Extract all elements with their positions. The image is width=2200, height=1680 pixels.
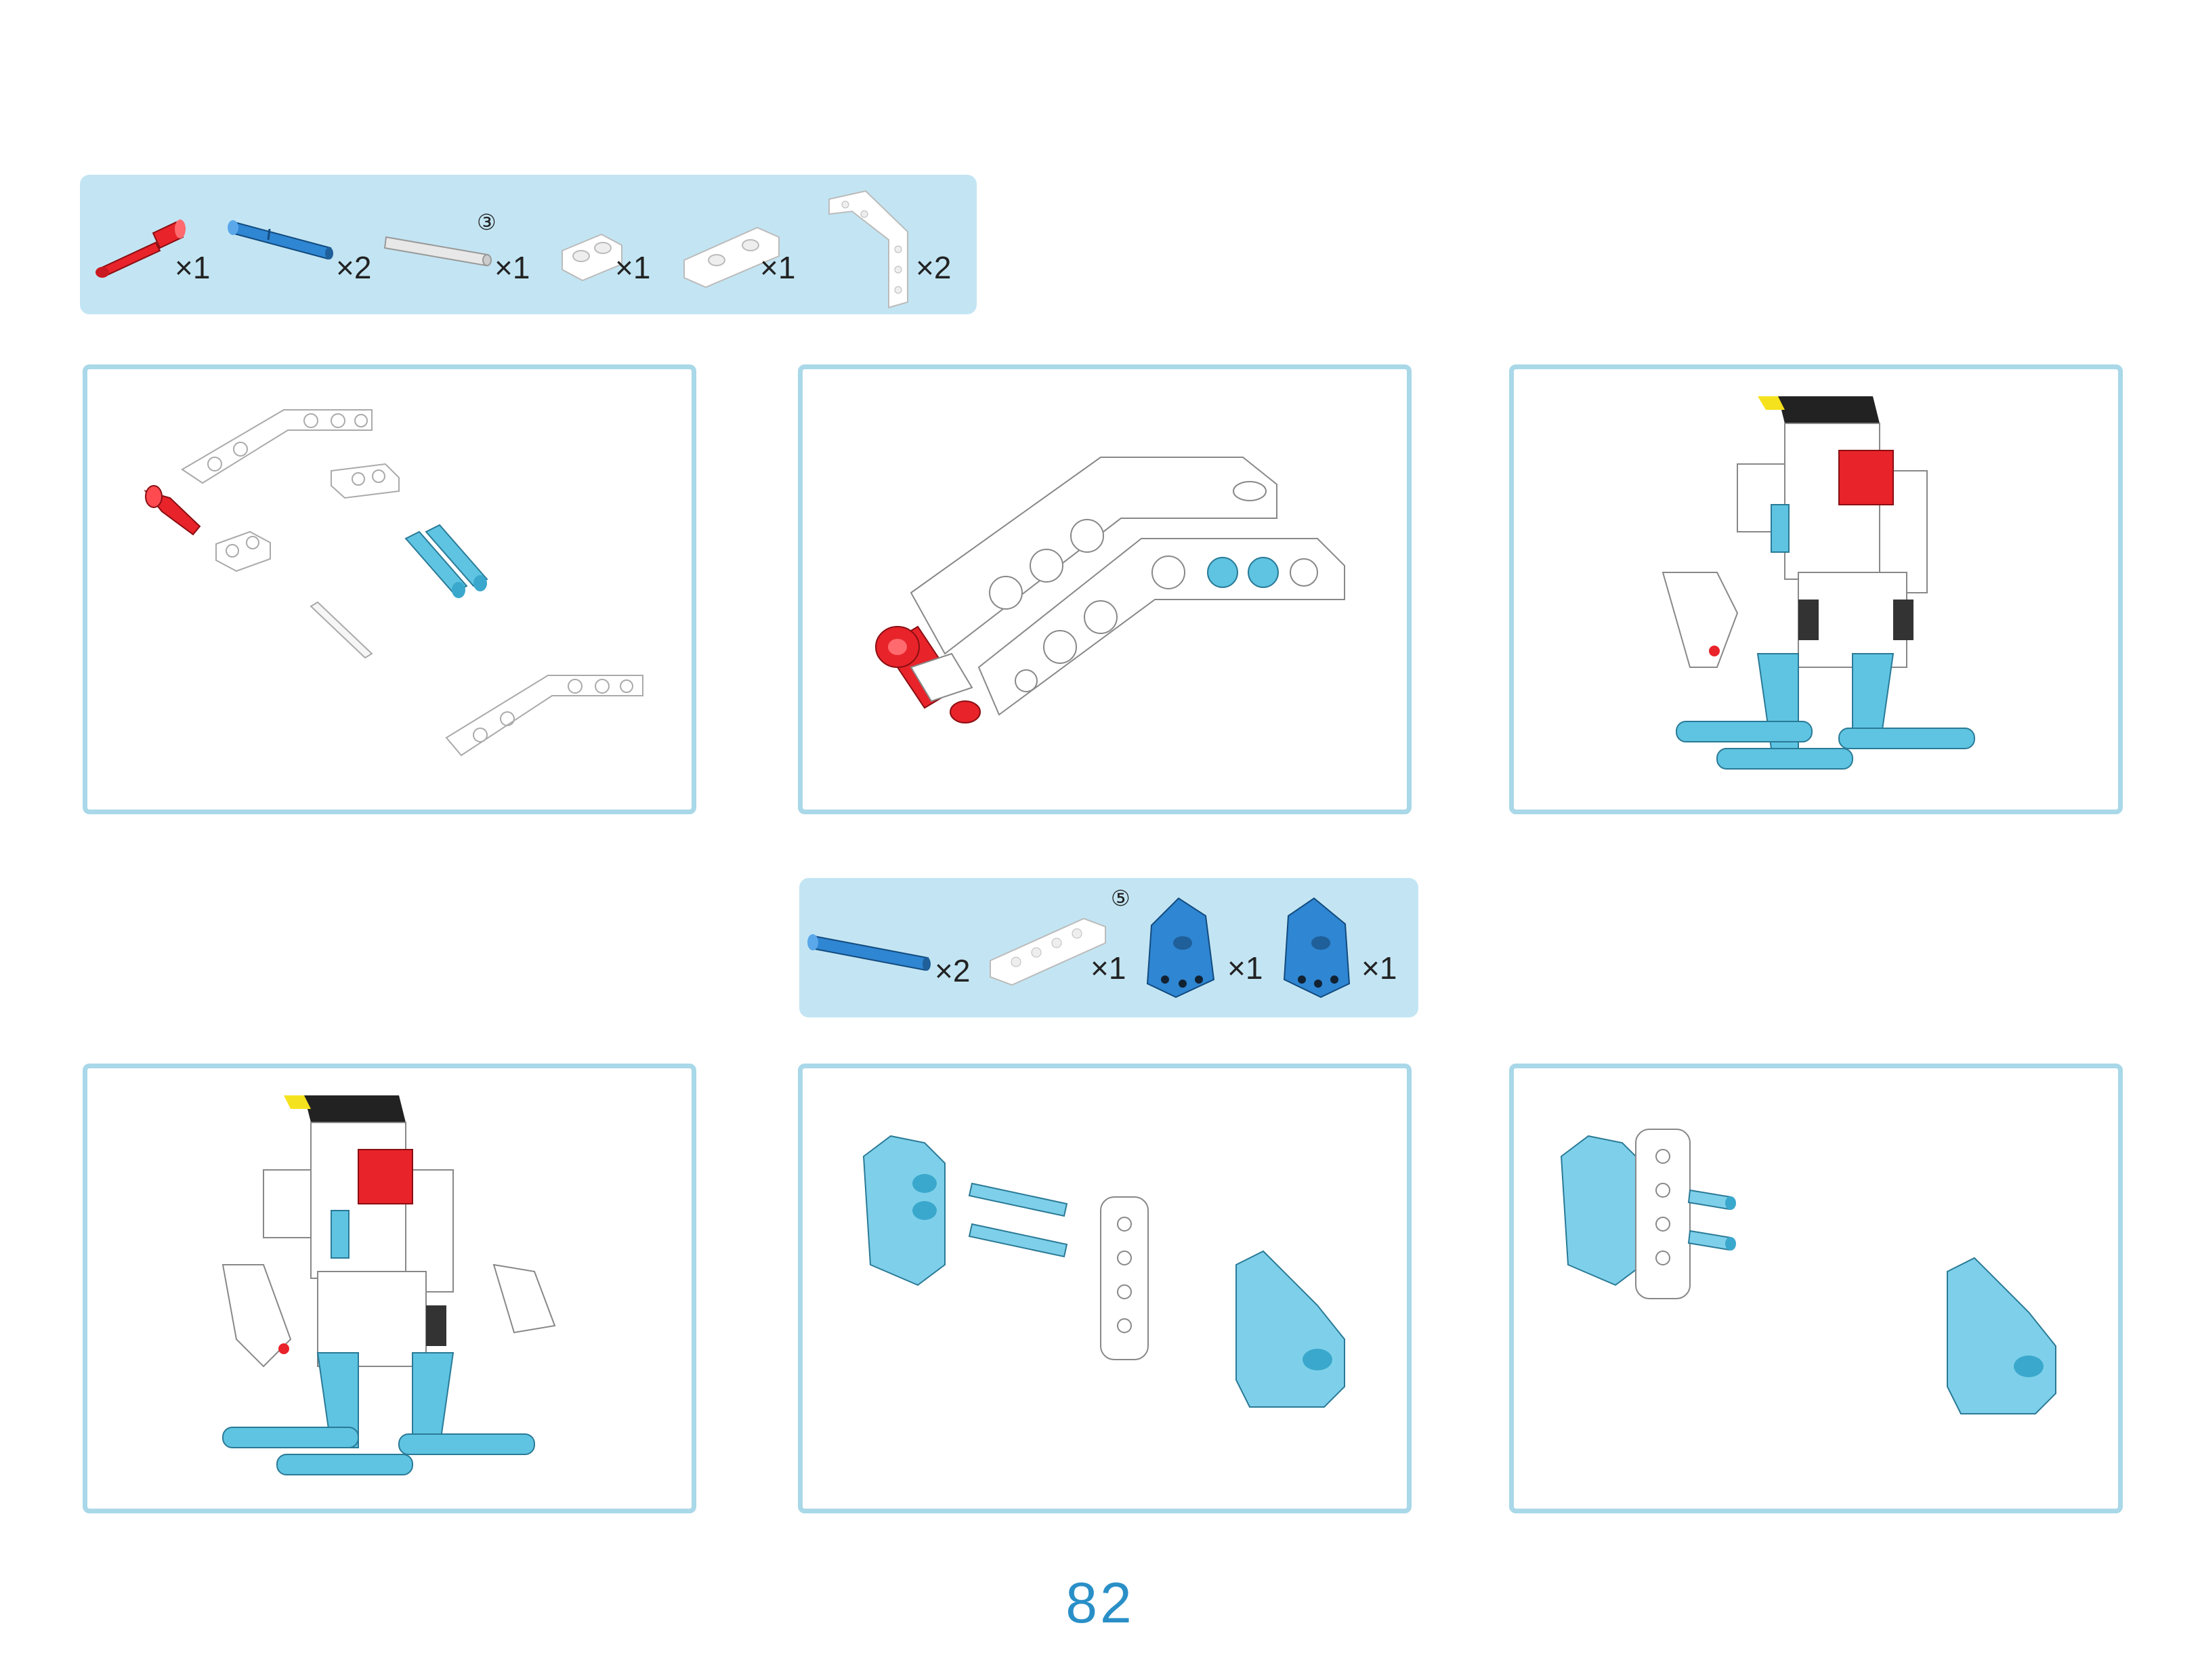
white-beam-icon (990, 917, 1106, 986)
qty-grey-axle: ×1 (494, 250, 530, 285)
blue-shell-left-icon (1560, 1135, 1643, 1286)
blue-shell-right-icon (1947, 1257, 2056, 1414)
blue-shell-left-icon (1146, 897, 1215, 999)
qty-blue-pin: ×2 (336, 250, 372, 285)
microbit-board (1758, 396, 1880, 423)
angled-beam-assembly-illustration (875, 457, 1345, 723)
qty-white-angled-beam: ×2 (916, 250, 952, 285)
qty-blue-long-pin: ×2 (935, 953, 971, 988)
parts-list-top: ×1 ×2 ③ ×1 ×1 ×1 ×2 (80, 175, 977, 314)
white-angled-beam-icon (828, 190, 908, 309)
exploded-parts-illustration (144, 409, 643, 757)
qty-white-beam: ×1 (1091, 950, 1126, 986)
qty-blue-shell-left: ×1 (1227, 950, 1263, 986)
qty-red-pin: ×1 (175, 250, 211, 285)
parts-list-middle: ×2 ⑤ ×1 ×1 ×1 (799, 878, 1418, 1017)
blue-pin-icon (404, 524, 488, 598)
axle-length-label: ③ (477, 209, 496, 235)
blue-long-pin-icon (807, 934, 931, 971)
white-double-connector-icon (683, 226, 780, 289)
blue-shell-left-icon (862, 1135, 946, 1286)
microbit-board (284, 1095, 406, 1122)
qty-white-double-connector: ×1 (760, 250, 796, 285)
step-panel-3 (1509, 364, 2123, 814)
shell-assembly-illustration (1560, 1129, 2056, 1414)
white-connector-icon (562, 233, 622, 282)
page-number: 82 (1065, 1571, 1135, 1635)
step-panel-1 (83, 364, 696, 814)
white-beam-icon (1635, 1129, 1691, 1299)
step-panel-2 (798, 364, 1412, 814)
blue-pin-icon (1687, 1189, 1736, 1251)
blue-pin-icon (228, 220, 333, 260)
white-beam-icon (1100, 1196, 1149, 1360)
blue-pin-icon (968, 1182, 1068, 1258)
qty-blue-shell-right: ×1 (1361, 950, 1397, 986)
shell-parts-illustration (862, 1135, 1345, 1408)
robot-assembly-illustration (1662, 396, 1975, 770)
grey-axle-icon (383, 236, 492, 267)
blue-shell-right-icon (1283, 897, 1351, 999)
beam-length-label: ⑤ (1111, 885, 1130, 911)
red-pin-icon (875, 625, 981, 723)
blue-shell-right-icon (1235, 1250, 1345, 1408)
robot-assembly-illustration (221, 1095, 556, 1475)
step-panel-5 (798, 1064, 1412, 1513)
qty-white-connector: ×1 (615, 250, 651, 285)
red-pin-icon (96, 219, 186, 278)
red-pin-icon (144, 485, 201, 536)
step-panel-6 (1509, 1064, 2123, 1513)
step-panel-4 (83, 1064, 696, 1513)
